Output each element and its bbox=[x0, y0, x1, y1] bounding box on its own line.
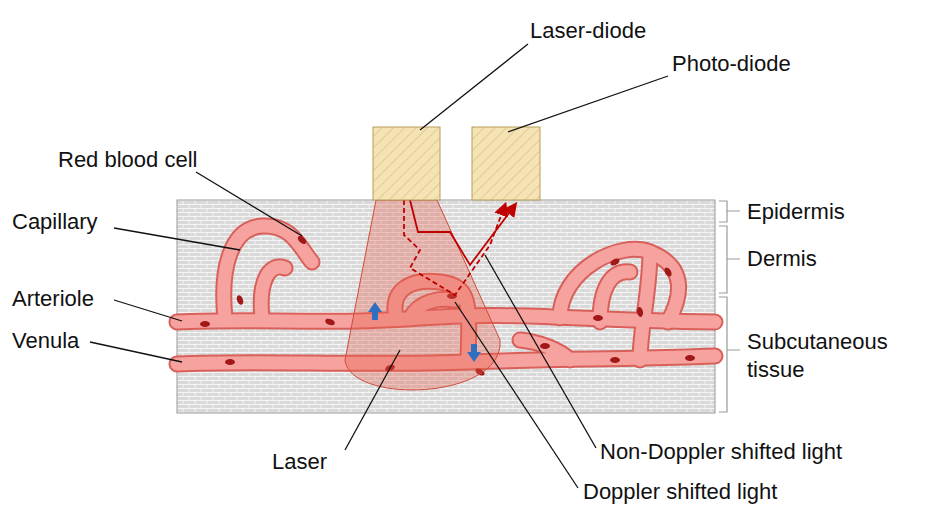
part-label: Photo-diode bbox=[672, 50, 791, 78]
laser-diode-box bbox=[373, 127, 440, 200]
layer-label: Dermis bbox=[747, 245, 817, 273]
leader-lines bbox=[90, 44, 668, 488]
part-label: Red blood cell bbox=[58, 146, 197, 174]
layer-label: Epidermis bbox=[747, 198, 845, 226]
part-label: Laser-diode bbox=[530, 17, 646, 45]
layer-brackets bbox=[719, 201, 740, 412]
light-paths bbox=[404, 200, 515, 295]
part-label: Capillary bbox=[12, 208, 98, 236]
photo-diode-box bbox=[472, 127, 540, 200]
part-label: Laser bbox=[272, 448, 327, 476]
layer-label: Subcutaneous tissue bbox=[747, 328, 897, 383]
part-label: Doppler shifted light bbox=[583, 478, 777, 506]
part-label: Arteriole bbox=[12, 285, 94, 313]
flow-arrows bbox=[368, 302, 481, 362]
laser-beam bbox=[345, 200, 500, 390]
part-label: Non-Doppler shifted light bbox=[600, 438, 842, 466]
part-label: Venula bbox=[12, 327, 79, 355]
tissue-block bbox=[177, 200, 715, 413]
